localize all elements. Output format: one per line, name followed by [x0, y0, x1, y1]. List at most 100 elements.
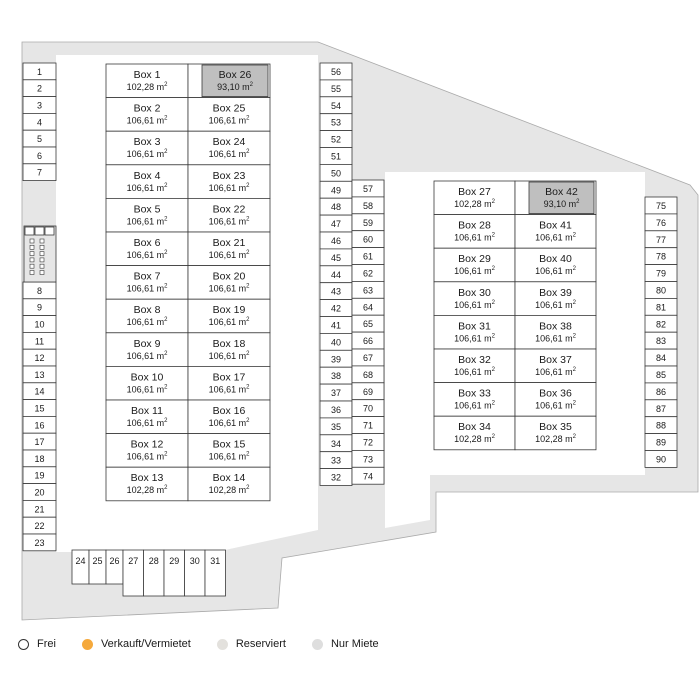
parking-spot[interactable]: 3 — [22, 96, 57, 114]
parking-spot[interactable]: 14 — [22, 382, 57, 400]
parking-spot[interactable]: 11 — [22, 331, 57, 350]
parking-spot[interactable]: 87 — [644, 399, 678, 418]
parking-spot[interactable]: 67 — [351, 348, 385, 367]
parking-spot[interactable]: 54 — [319, 96, 353, 115]
parking-spot[interactable]: 37 — [319, 383, 353, 402]
parking-spot[interactable]: 1 — [22, 62, 57, 81]
parking-spot[interactable]: 53 — [319, 113, 353, 131]
parking-spot[interactable]: 6 — [22, 146, 57, 165]
parking-spot[interactable]: 9 — [22, 298, 57, 316]
parking-spot[interactable]: 90 — [644, 450, 678, 468]
parking-spot[interactable]: 29 — [163, 549, 185, 597]
parking-spot[interactable]: 52 — [319, 130, 353, 148]
parking-spot[interactable]: 2 — [22, 79, 57, 98]
parking-spot[interactable]: 48 — [319, 197, 353, 216]
parking-spot[interactable]: 79 — [644, 264, 678, 282]
parking-spot[interactable]: 63 — [351, 280, 385, 299]
parking-spot[interactable]: 61 — [351, 247, 385, 265]
parking-spot[interactable]: 44 — [319, 265, 353, 284]
parking-spot[interactable]: 51 — [319, 147, 353, 165]
parking-spot[interactable]: 26 — [105, 549, 124, 585]
parking-spot[interactable]: 38 — [319, 366, 353, 385]
parking-spot[interactable]: 75 — [644, 196, 678, 215]
parking-spot[interactable]: 58 — [351, 196, 385, 215]
parking-spot[interactable]: 56 — [319, 62, 353, 81]
parking-spot[interactable]: 88 — [644, 416, 678, 435]
parking-spot[interactable]: 40 — [319, 332, 353, 351]
parking-spot[interactable]: 57 — [351, 179, 385, 198]
parking-spot[interactable]: 15 — [22, 399, 57, 417]
parking-spot[interactable]: 72 — [351, 433, 385, 451]
parking-spot[interactable]: 35 — [319, 417, 353, 436]
parking-spot[interactable]: 74 — [351, 466, 385, 485]
parking-spot[interactable]: 49 — [319, 180, 353, 199]
parking-spot[interactable]: 22 — [22, 516, 57, 535]
parking-spot[interactable]: 70 — [351, 399, 385, 418]
parking-spot[interactable]: 23 — [22, 533, 57, 552]
parking-spot[interactable]: 77 — [644, 230, 678, 249]
parking-spot[interactable]: 17 — [22, 432, 57, 451]
parking-spot[interactable]: 47 — [319, 214, 353, 233]
parking-spot[interactable]: 7 — [22, 163, 57, 182]
parking-spot[interactable]: 71 — [351, 416, 385, 434]
parking-spot[interactable]: 13 — [22, 365, 57, 384]
parking-spot[interactable]: 81 — [644, 297, 678, 316]
parking-spot[interactable]: 60 — [351, 230, 385, 248]
parking-spot[interactable]: 85 — [644, 365, 678, 384]
parking-spot[interactable]: 64 — [351, 297, 385, 316]
parking-spot[interactable]: 42 — [319, 299, 353, 317]
parking-spot[interactable]: 69 — [351, 382, 385, 401]
parking-spot[interactable]: 86 — [644, 382, 678, 401]
parking-spot[interactable]: 45 — [319, 248, 353, 267]
parking-spot[interactable]: 78 — [644, 247, 678, 265]
parking-spot[interactable]: 41 — [319, 316, 353, 334]
parking-spot[interactable]: 20 — [22, 483, 57, 501]
parking-spot[interactable]: 80 — [644, 281, 678, 299]
parking-spot[interactable]: 59 — [351, 213, 385, 232]
parking-spot[interactable]: 16 — [22, 415, 57, 434]
parking-spot[interactable]: 50 — [319, 163, 353, 182]
parking-spot[interactable]: 36 — [319, 400, 353, 419]
parking-spot[interactable]: 4 — [22, 113, 57, 131]
parking-spot[interactable]: 32 — [319, 468, 353, 486]
parking-spot[interactable]: 12 — [22, 348, 57, 367]
parking-spot[interactable]: 30 — [184, 549, 206, 597]
